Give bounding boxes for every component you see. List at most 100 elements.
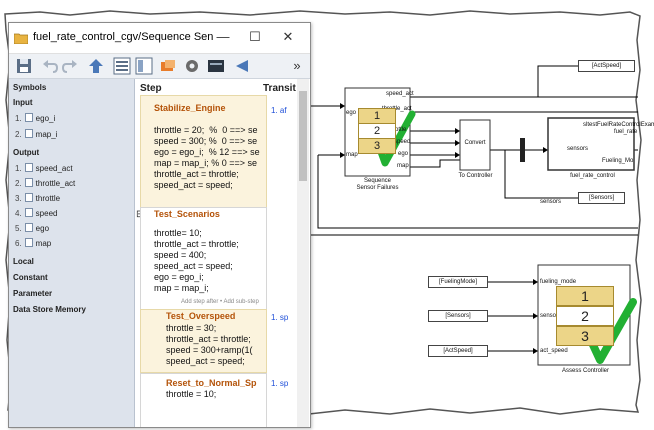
vertical-scrollbar[interactable]	[297, 79, 309, 427]
step-code-line: ego = ego_i;	[154, 272, 204, 282]
symbols-pane-icon[interactable]	[135, 57, 153, 75]
seq-out-port-throttle: throttle	[388, 127, 407, 133]
step-test-scenarios[interactable]	[140, 207, 267, 311]
symbol-label: throttle_act	[35, 179, 76, 188]
convert-block-name: Convert	[464, 140, 486, 146]
convert-block[interactable]	[459, 119, 491, 171]
data-icon	[24, 238, 33, 247]
minimize-button[interactable]: —	[216, 29, 230, 44]
symbol-label: speed_act	[35, 164, 73, 173]
close-button[interactable]: ✕	[282, 29, 294, 44]
step-title: Test_Overspeed	[166, 311, 236, 321]
symbol-num: 1.	[15, 114, 22, 123]
data-icon	[24, 163, 33, 172]
step-transition[interactable]: 1. af	[271, 106, 287, 115]
step-test-overspeed[interactable]	[140, 309, 267, 373]
title-bar: fuel_rate_control_cgv/Sequence Sens... —…	[9, 23, 310, 54]
assess-in-port-act-speed: act_speed	[540, 348, 568, 354]
fueling-mode-from-tag[interactable]: [FuelingMode]	[428, 276, 488, 288]
sensors-signal-label: sensors	[540, 199, 562, 205]
seq-out-port-speed-act: speed_act	[386, 91, 414, 97]
symbol-input-ego-i[interactable]: 1. ego_i	[15, 113, 55, 123]
step-code-line: speed_act = speed;	[166, 356, 245, 366]
symbol-num: 4.	[15, 209, 22, 218]
settings-gear-icon[interactable]	[183, 57, 201, 75]
symbol-num: 2.	[15, 179, 22, 188]
step-code-line: throttle = 20; % 0 ==> se	[154, 125, 258, 135]
add-step-hint[interactable]: Add step after • Add sub-step	[181, 299, 259, 305]
redo-icon[interactable]	[61, 57, 79, 75]
symbol-output-speed-act[interactable]: 1.speed_act	[15, 163, 73, 173]
seq-block-label-2: Sensor Failures	[356, 185, 399, 191]
assess-in-port-fueling-mode: fueling_mode	[540, 279, 577, 285]
symbol-output-map[interactable]: 6.map	[15, 238, 51, 248]
maximize-button[interactable]: ☐	[249, 29, 261, 44]
wire-arrows	[340, 103, 548, 354]
sensors-goto-tag[interactable]: [Sensors]	[578, 192, 625, 204]
step-code-line: speed = 300+ramp(1(	[166, 345, 253, 355]
assess-in-port-sensors: sensors	[540, 313, 562, 319]
data-table-icon[interactable]	[113, 57, 131, 75]
assess-step-3: 3	[556, 326, 614, 346]
fuel-block-label: fuel_rate_control	[570, 173, 615, 179]
input-header[interactable]: Input	[13, 98, 33, 107]
fuel-rate-control-block[interactable]	[547, 117, 635, 171]
toolbar: »	[9, 54, 310, 79]
seq-in-port-map: map	[346, 152, 358, 158]
symbol-output-throttle-act[interactable]: 2. throttle_act	[15, 178, 75, 188]
seq-out-port-ego: ego	[398, 151, 409, 157]
symbol-num: 3.	[15, 194, 22, 203]
step-transition[interactable]: 1. sp	[271, 313, 289, 322]
symbols-pane: Symbols Input 1.ego_i 2.map_i Output 1.s…	[9, 79, 135, 427]
seq-step-3: 3	[358, 138, 396, 154]
insert-step-icon[interactable]	[159, 57, 177, 75]
sensors-from-tag[interactable]: [Sensors]	[428, 310, 488, 322]
mux-bar	[520, 138, 525, 162]
torn-edge-frame	[4, 10, 642, 416]
seq-in-port-ego: ego	[346, 110, 357, 116]
symbol-output-ego[interactable]: 5.ego	[15, 223, 49, 233]
step-stabilize-engine[interactable]	[140, 95, 267, 209]
test-sequence-editor-window: fuel_rate_control_cgv/Sequence Sens... —…	[8, 22, 311, 428]
symbol-input-map-i[interactable]: 2.map_i	[15, 129, 57, 139]
step-transition[interactable]: 1. sp	[271, 379, 289, 388]
symbol-output-speed[interactable]: 4.speed	[15, 208, 57, 218]
symbol-output-throttle[interactable]: 3.throttle	[15, 193, 60, 203]
symbol-label: ego	[35, 224, 50, 233]
run-icon[interactable]	[233, 57, 251, 75]
assess-block-label: Assess Controller	[561, 368, 609, 374]
save-icon[interactable]	[15, 57, 33, 75]
folder-icon	[14, 33, 28, 44]
step-title: Test_Scenarios	[154, 209, 220, 219]
step-reset-to-normal-speed[interactable]	[140, 373, 267, 427]
convert-block-label: To Controller	[458, 173, 493, 179]
data-icon	[24, 178, 33, 187]
step-code-line: speed = 300; % 0 ==> se	[154, 136, 258, 146]
local-header[interactable]: Local	[13, 257, 34, 266]
seq-out-port-throttle-act: throttle_act	[382, 106, 412, 112]
step-title: Stabilize_Engine	[154, 103, 226, 113]
step-code-line: speed = 400;	[154, 250, 207, 260]
data-icon	[24, 113, 33, 122]
data-icon	[24, 129, 33, 138]
symbol-label: ego_i	[35, 114, 56, 123]
seq-block-label-1: Sequence	[363, 178, 392, 184]
undo-icon[interactable]	[41, 57, 59, 75]
scrollbar-thumb[interactable]	[299, 91, 307, 181]
transition-column-header: Transit	[263, 83, 296, 94]
parameter-header[interactable]: Parameter	[13, 289, 53, 298]
symbol-label: map_i	[35, 130, 58, 139]
step-code-line: throttle= 10;	[154, 228, 202, 238]
step-code-line: speed_act = speed;	[154, 180, 233, 190]
symbol-label: map	[35, 239, 52, 248]
toolbar-overflow-icon[interactable]: »	[293, 58, 301, 73]
go-to-parent-icon[interactable]	[87, 57, 105, 75]
constant-header[interactable]: Constant	[13, 273, 48, 282]
act-speed-from-tag[interactable]: [ActSpeed]	[428, 345, 488, 357]
output-header[interactable]: Output	[13, 148, 40, 157]
step-code-line: throttle_act = throttle;	[154, 169, 239, 179]
symbols-header: Symbols	[13, 83, 47, 92]
act-speed-goto-tag[interactable]: [ActSpeed]	[578, 60, 635, 72]
data-store-memory-header[interactable]: Data Store Memory	[13, 305, 86, 314]
debug-icon[interactable]	[207, 57, 225, 75]
